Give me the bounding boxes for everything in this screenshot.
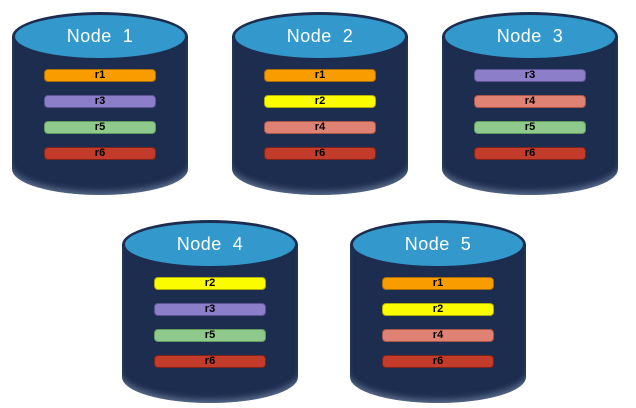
cylinder-body bbox=[350, 244, 526, 403]
replica-label: r6 bbox=[204, 355, 216, 367]
node-title: Node 2 bbox=[286, 26, 354, 46]
replica-bar-r6: r6 bbox=[44, 147, 156, 160]
node-title: Node 1 bbox=[66, 26, 134, 46]
replica-label: r2 bbox=[204, 277, 216, 289]
database-node-3: Node 3 r3 r4 r5 r6 bbox=[442, 12, 618, 195]
replica-label: r3 bbox=[204, 303, 216, 315]
cylinder-body bbox=[122, 244, 298, 403]
replica-label: r2 bbox=[314, 95, 326, 107]
replica-label: r1 bbox=[314, 69, 326, 81]
replica-label: r1 bbox=[432, 277, 444, 289]
replica-bar-r4: r4 bbox=[382, 329, 494, 342]
replica-list: r1 r2 r4 r6 bbox=[232, 69, 408, 173]
replica-label: r5 bbox=[204, 329, 216, 341]
replica-label: r5 bbox=[524, 121, 536, 133]
cylinder-top: Node 3 bbox=[442, 12, 618, 61]
cylinder-top: Node 2 bbox=[232, 12, 408, 61]
cylinder-body bbox=[442, 36, 618, 195]
node-title: Node 4 bbox=[176, 234, 244, 254]
cylinder-body bbox=[12, 36, 188, 195]
replica-label: r4 bbox=[524, 95, 536, 107]
replica-bar-r3: r3 bbox=[44, 95, 156, 108]
replica-list: r2 r3 r5 r6 bbox=[122, 277, 298, 381]
replica-bar-r4: r4 bbox=[474, 95, 586, 108]
replica-label: r6 bbox=[432, 355, 444, 367]
database-node-4: Node 4 r2 r3 r5 r6 bbox=[122, 220, 298, 403]
replica-label: r3 bbox=[524, 69, 536, 81]
database-node-2: Node 2 r1 r2 r4 r6 bbox=[232, 12, 408, 195]
replica-label: r6 bbox=[314, 147, 326, 159]
replica-bar-r4: r4 bbox=[264, 121, 376, 134]
replica-list: r1 r3 r5 r6 bbox=[12, 69, 188, 173]
replica-bar-r2: r2 bbox=[382, 303, 494, 316]
replica-bar-r5: r5 bbox=[44, 121, 156, 134]
replica-label: r4 bbox=[314, 121, 326, 133]
replica-bar-r5: r5 bbox=[154, 329, 266, 342]
replica-bar-r3: r3 bbox=[474, 69, 586, 82]
replica-label: r2 bbox=[432, 303, 444, 315]
replica-bar-r3: r3 bbox=[154, 303, 266, 316]
replica-bar-r1: r1 bbox=[264, 69, 376, 82]
replica-label: r5 bbox=[94, 121, 106, 133]
node-title: Node 5 bbox=[404, 234, 472, 254]
replica-bar-r2: r2 bbox=[264, 95, 376, 108]
replica-bar-r5: r5 bbox=[474, 121, 586, 134]
replica-list: r1 r2 r4 r6 bbox=[350, 277, 526, 381]
replica-bar-r1: r1 bbox=[382, 277, 494, 290]
replica-label: r6 bbox=[524, 147, 536, 159]
replica-label: r1 bbox=[94, 69, 106, 81]
replica-bar-r1: r1 bbox=[44, 69, 156, 82]
cylinder-body bbox=[232, 36, 408, 195]
database-node-5: Node 5 r1 r2 r4 r6 bbox=[350, 220, 526, 403]
replica-label: r3 bbox=[94, 95, 106, 107]
cylinder-top: Node 4 bbox=[122, 220, 298, 269]
replica-bar-r6: r6 bbox=[154, 355, 266, 368]
replica-label: r6 bbox=[94, 147, 106, 159]
replica-bar-r6: r6 bbox=[382, 355, 494, 368]
replica-bar-r2: r2 bbox=[154, 277, 266, 290]
replica-label: r4 bbox=[432, 329, 444, 341]
cylinder-top: Node 1 bbox=[12, 12, 188, 61]
cylinder-top: Node 5 bbox=[350, 220, 526, 269]
node-title: Node 3 bbox=[496, 26, 564, 46]
replica-bar-r6: r6 bbox=[474, 147, 586, 160]
database-node-1: Node 1 r1 r3 r5 r6 bbox=[12, 12, 188, 195]
replica-bar-r6: r6 bbox=[264, 147, 376, 160]
replica-list: r3 r4 r5 r6 bbox=[442, 69, 618, 173]
